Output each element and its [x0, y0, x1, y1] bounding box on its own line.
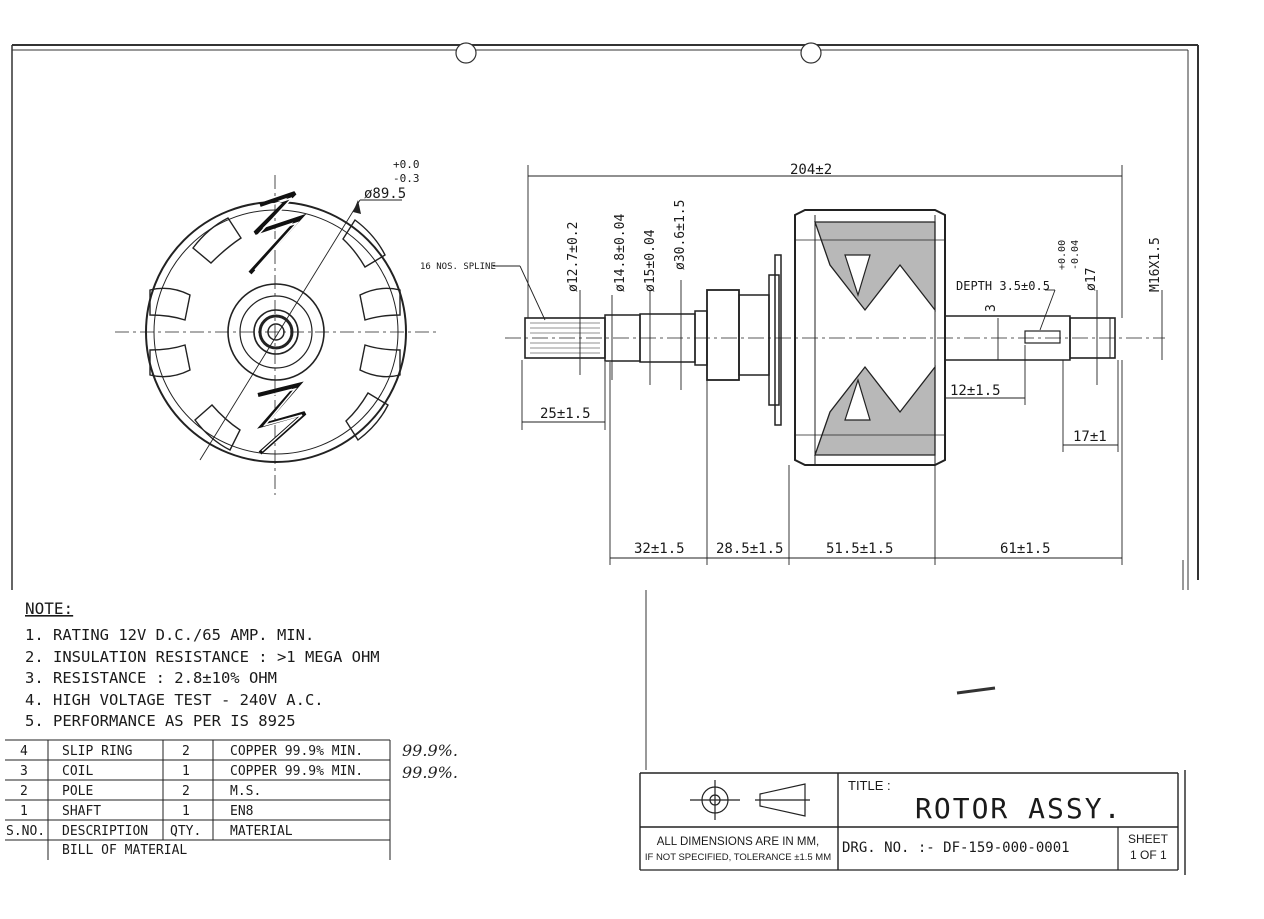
bom-row-3-handwritten: 99.9%.	[402, 763, 458, 782]
title-block-grid	[639, 770, 1186, 875]
sheet-value: 1 OF 1	[1130, 848, 1167, 862]
dia-30-6-label: ø30.6±1.5	[673, 200, 688, 270]
bom-row-2-material: M.S.	[230, 784, 261, 799]
note-item-3: 3. RESISTANCE : 2.8±10% OHM	[25, 669, 277, 687]
bom-row-4-material: COPPER 99.9% MIN.	[230, 744, 363, 759]
bom-row-4-qty: 2	[182, 744, 190, 759]
scan-marks	[645, 560, 1184, 770]
note-item-5: 5. PERFORMANCE AS PER IS 8925	[25, 712, 296, 730]
len-28-5-label: 28.5±1.5	[716, 541, 783, 557]
bom-header-material: MATERIAL	[230, 824, 293, 839]
title-label: TITLE :	[848, 778, 891, 793]
bom-row-2-description: POLE	[62, 784, 93, 799]
bom-header-sno: S.NO.	[6, 824, 45, 839]
bom-row-4-sno: 4	[20, 744, 28, 759]
note-item-1: 1. RATING 12V D.C./65 AMP. MIN.	[25, 626, 314, 644]
len-61-label: 61±1.5	[1000, 541, 1051, 557]
dia-17-tol-lower: -0.04	[1070, 240, 1081, 270]
outer-diameter-label: ø89.5	[364, 186, 406, 202]
dia-15-label: ø15±0.04	[643, 229, 658, 292]
drawing-number: DRG. NO. :- DF-159-000-0001	[842, 840, 1070, 856]
bom-header-qty: QTY.	[170, 824, 201, 839]
dimensions-note-line-1: ALL DIMENSIONS ARE IN MM,	[657, 836, 820, 848]
bom-row-4-description: SLIP RING	[62, 744, 133, 759]
bom-row-1-sno: 1	[20, 804, 28, 819]
side-view	[505, 209, 1165, 466]
note-item-2: 2. INSULATION RESISTANCE : >1 MEGA OHM	[25, 648, 380, 666]
outer-diameter-tol-lower: -0.3	[393, 172, 420, 185]
len-25-label: 25±1.5	[540, 406, 591, 422]
spline-label: 16 NOS. SPLINE	[420, 262, 496, 272]
bom-row-1-description: SHAFT	[62, 804, 101, 819]
outer-diameter-tol-upper: +0.0	[393, 158, 420, 171]
bom-row-2-qty: 2	[182, 784, 190, 799]
projection-symbol	[690, 780, 810, 820]
drawing-title: ROTOR ASSY.	[915, 792, 1122, 825]
bom-row-3-material: COPPER 99.9% MIN.	[230, 764, 363, 779]
bom-row-2-sno: 2	[20, 784, 28, 799]
notes-heading: NOTE:	[25, 599, 73, 618]
drawing-frame	[11, 42, 1199, 590]
note-item-4: 4. HIGH VOLTAGE TEST - 240V A.C.	[25, 691, 324, 709]
end-view	[115, 175, 440, 495]
sheet-label: SHEET	[1128, 832, 1169, 846]
dimension-lines	[493, 165, 1163, 565]
overall-length-label: 204±2	[790, 162, 832, 178]
bom-row-3-sno: 3	[20, 764, 28, 779]
len-12-label: 12±1.5	[950, 383, 1001, 399]
dimensions-note-line-2: IF NOT SPECIFIED, TOLERANCE ±1.5 MM	[645, 852, 831, 863]
bom-row-3-qty: 1	[182, 764, 190, 779]
len-17-label: 17±1	[1073, 429, 1107, 445]
dia-17-tol-upper: +0.00	[1057, 240, 1068, 270]
bom-row-3-description: COIL	[62, 764, 93, 779]
len-32-label: 32±1.5	[634, 541, 685, 557]
dia-14-8-label: ø14.8±0.04	[613, 214, 628, 292]
bom-row-1-qty: 1	[182, 804, 190, 819]
keyway-width-label: 3	[984, 304, 999, 312]
bom-caption: BILL OF MATERIAL	[62, 843, 187, 858]
len-51-5-label: 51.5±1.5	[826, 541, 893, 557]
bom-row-4-handwritten: 99.9%.	[402, 741, 458, 760]
depth-label: DEPTH 3.5±0.5	[956, 279, 1050, 293]
bom-grid	[5, 739, 391, 860]
bom-header-description: DESCRIPTION	[62, 824, 148, 839]
thread-label: M16X1.5	[1148, 237, 1163, 292]
dia-12-7-label: ø12.7±0.2	[566, 222, 581, 292]
dia-17-label: ø17	[1084, 268, 1099, 291]
bom-table: 4 SLIP RING 2 COPPER 99.9% MIN. 99.9%. 3…	[6, 741, 458, 858]
bom-row-1-material: EN8	[230, 804, 253, 819]
